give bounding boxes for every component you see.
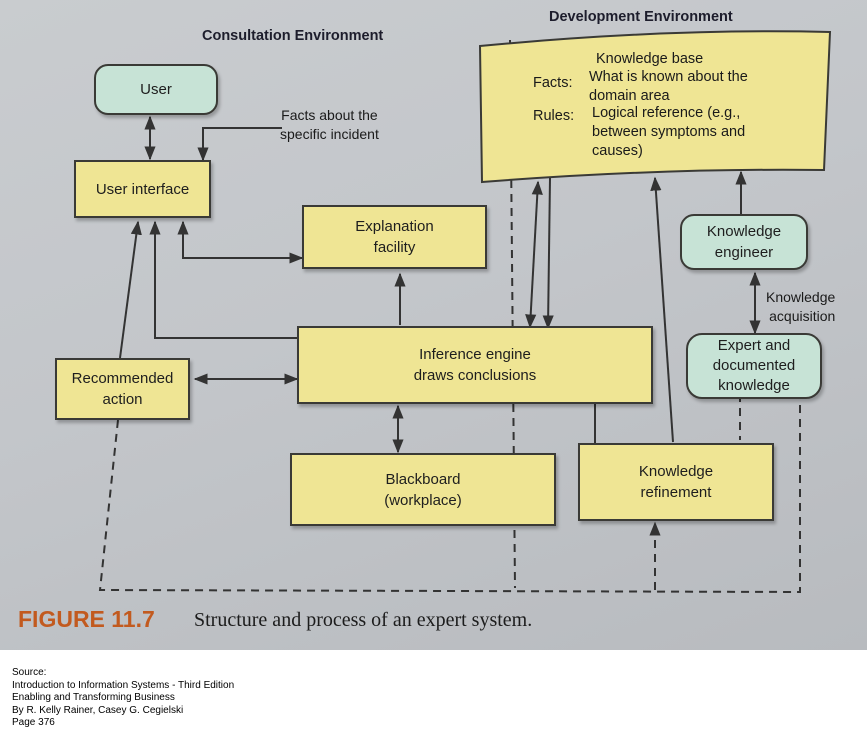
source-line-1: Source: <box>12 667 47 678</box>
arrow-inference-kb <box>525 180 543 329</box>
user-node: User <box>94 64 218 115</box>
kb-rules-text: Logical reference (e.g., between symptom… <box>592 104 745 161</box>
facts-incident-line-2: specific incident <box>280 126 379 142</box>
kb-facts-label: Facts: <box>533 75 573 91</box>
inference-engine-node: Inference engine draws conclusions <box>297 326 653 404</box>
arrow-action-ui <box>119 220 142 359</box>
knowledge-base-shape <box>478 30 832 184</box>
expert-line-1: Expert and <box>717 337 791 354</box>
source-line-3: Enabling and Transforming Business <box>12 692 175 704</box>
explanation-line-1: Explanation <box>355 218 434 235</box>
engineer-line-2: engineer <box>714 244 774 261</box>
consultation-heading: Consultation Environment <box>202 28 384 44</box>
kb-facts-line-2: domain area <box>589 88 670 104</box>
expert-knowledge-node: Expert and documented knowledge <box>686 333 822 399</box>
kb-rules-line-3: causes) <box>592 143 643 159</box>
expert-line-2: documented <box>712 357 796 374</box>
refinement-line-2: refinement <box>640 484 712 501</box>
knowledge-engineer-node: Knowledge engineer <box>680 214 808 270</box>
figure-caption: Structure and process of an expert syste… <box>194 609 533 631</box>
source-line-2: Introduction to Information Systems - Th… <box>12 679 235 691</box>
facts-incident-line-1: Facts about the <box>281 107 378 123</box>
kb-rules-label: Rules: <box>533 108 575 124</box>
explanation-facility-node: Explanation facility <box>302 205 487 269</box>
arrow-facts-ui <box>197 127 282 162</box>
arrow-refinement-kb <box>650 176 674 443</box>
acquisition-line-1: Knowledge <box>766 289 836 305</box>
blackboard-node: Blackboard (workplace) <box>290 453 556 526</box>
knowledge-refinement-node: Knowledge refinement <box>578 443 774 521</box>
kb-facts-text: What is known about the domain area <box>589 68 748 106</box>
arrow-ui-explanation <box>177 220 304 264</box>
arrow-inference-ui <box>149 220 297 339</box>
source-line-4: By R. Kelly Rainer, Casey G. Cegielski <box>12 704 184 716</box>
feedback-loop <box>98 390 801 594</box>
recommended-action-node: Recommended action <box>55 358 190 420</box>
refinement-line-1: Knowledge <box>638 463 714 480</box>
kb-facts-line-1: What is known about the <box>589 69 748 85</box>
figure-number: FIGURE 11.7 <box>18 606 155 632</box>
source-citation: Source: Introduction to Information Syst… <box>12 667 234 730</box>
blackboard-line-2: (workplace) <box>384 491 462 509</box>
kb-rules-line-1: Logical reference (e.g., <box>592 105 741 121</box>
recommended-line-1: Recommended <box>71 370 174 387</box>
knowledge-acquisition-label: Knowledge acquisition <box>766 288 835 326</box>
inference-line-1: Inference engine <box>419 346 531 363</box>
engineer-line-1: Knowledge <box>706 223 782 240</box>
recommended-line-2: action <box>102 391 143 408</box>
source-line-5: Page 376 <box>12 717 55 729</box>
explanation-line-2: facility <box>373 239 416 256</box>
kb-rules-line-2: between symptoms and <box>592 124 746 140</box>
development-heading: Development Environment <box>549 9 733 25</box>
user-label: User <box>140 81 172 98</box>
arrow-kb-inference <box>542 177 554 330</box>
inference-line-2: draws conclusions <box>413 367 537 384</box>
acquisition-line-2: acquisition <box>769 308 836 324</box>
user-interface-label: User interface <box>95 180 190 198</box>
knowledge-base-title: Knowledge base <box>596 51 704 67</box>
facts-incident-label: Facts about the specific incident <box>280 106 379 144</box>
user-interface-node: User interface <box>74 160 211 218</box>
figure-photo: Consultation Environment Development Env… <box>0 0 867 650</box>
blackboard-line-1: Blackboard <box>385 470 461 488</box>
expert-line-3: knowledge <box>718 377 790 394</box>
